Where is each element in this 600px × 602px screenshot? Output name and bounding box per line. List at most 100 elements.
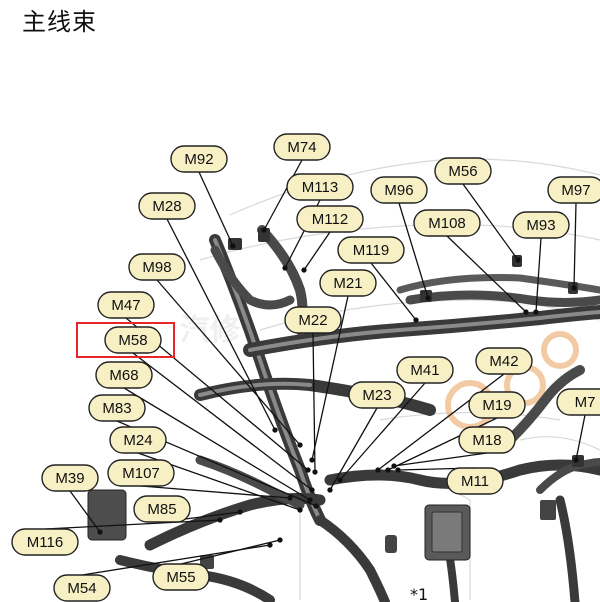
connector-right bbox=[540, 500, 556, 520]
connector-tag-bg bbox=[109, 426, 167, 454]
connector-tag-m11: M11 bbox=[446, 467, 504, 495]
connector-tag-bg bbox=[104, 326, 162, 354]
connector-tag-m68: M68 bbox=[95, 361, 153, 389]
leader-line-m56 bbox=[462, 183, 519, 261]
leader-line-m18 bbox=[393, 452, 488, 467]
connector-tag-m42: M42 bbox=[475, 347, 533, 375]
connector-tag-bg bbox=[296, 205, 364, 233]
page-title: 主线束 bbox=[22, 8, 97, 36]
connector-tag-label: M92 bbox=[184, 151, 213, 168]
connector-tag-bg bbox=[88, 394, 146, 422]
connector-tag-bg bbox=[133, 495, 191, 523]
connector-tag-label: M41 bbox=[410, 362, 439, 379]
connector-tag-bg bbox=[138, 192, 196, 220]
connector-tag-m23: M23 bbox=[348, 381, 406, 409]
connector-tag-bg bbox=[348, 381, 406, 409]
leader-line-m39 bbox=[69, 490, 101, 533]
connector-tag-m96: M96 bbox=[370, 176, 428, 204]
footnote-label: *1 bbox=[410, 585, 428, 602]
leader-dot-m97 bbox=[571, 285, 577, 291]
leader-line-m96 bbox=[398, 202, 429, 299]
connector-tag-bg bbox=[95, 361, 153, 389]
connector-tag-m108: M108 bbox=[413, 209, 481, 237]
connector-tag-m18: M18 bbox=[458, 426, 516, 454]
leader-dot-m74 bbox=[261, 227, 267, 233]
connector-tag-m24: M24 bbox=[109, 426, 167, 454]
leader-line-m21 bbox=[311, 295, 349, 461]
leader-dot-m107 bbox=[287, 495, 293, 501]
leader-dot-m24 bbox=[297, 507, 303, 513]
connector-tag-bg bbox=[413, 209, 481, 237]
leader-line-m116 bbox=[44, 519, 221, 530]
connector-tag-m119: M119 bbox=[337, 236, 405, 264]
connector-tag-m85: M85 bbox=[133, 495, 191, 523]
connector-tag-m58: M58 bbox=[104, 326, 162, 354]
connector-m74 bbox=[258, 228, 270, 242]
leader-line-m107 bbox=[140, 485, 291, 499]
connector-tag-bg bbox=[170, 145, 228, 173]
connector-tag-bg bbox=[53, 574, 111, 602]
leader-dot-m93 bbox=[533, 309, 539, 315]
leader-line-m41 bbox=[339, 382, 426, 481]
leader-line-m119 bbox=[370, 262, 417, 321]
leader-dot-m92 bbox=[230, 243, 236, 249]
connector-tag-label: M28 bbox=[152, 198, 181, 215]
connector-tag-bg bbox=[475, 347, 533, 375]
connector-tag-m112: M112 bbox=[296, 205, 364, 233]
connector-tag-label: M55 bbox=[166, 569, 195, 586]
connector-tag-label: M85 bbox=[147, 501, 176, 518]
leader-dot-m85 bbox=[237, 509, 243, 515]
components bbox=[87, 228, 584, 569]
highlight-box bbox=[76, 322, 175, 358]
connector-tag-label: M24 bbox=[123, 432, 152, 449]
connector-tag-m98: M98 bbox=[128, 253, 186, 281]
leader-line-m97 bbox=[573, 202, 577, 289]
connector-tag-label: M39 bbox=[55, 470, 84, 487]
leader-line-m42 bbox=[377, 373, 505, 471]
connector-tag-bg bbox=[107, 459, 175, 487]
connector-tag-m55: M55 bbox=[152, 563, 210, 591]
connector-tag-bg bbox=[446, 467, 504, 495]
connector-tag-m22: M22 bbox=[284, 306, 342, 334]
connector-tag-bg bbox=[434, 157, 492, 185]
connector-lower bbox=[385, 535, 397, 553]
leader-line-m112 bbox=[303, 231, 331, 271]
connector-tag-bg bbox=[468, 391, 526, 419]
connector-tag-label: M22 bbox=[298, 312, 327, 329]
leader-line-m58 bbox=[132, 352, 313, 491]
connector-tag-bg bbox=[547, 176, 600, 204]
leader-dot-m22 bbox=[312, 469, 318, 475]
connector-tag-label: M107 bbox=[122, 465, 160, 482]
leader-dot-m96 bbox=[425, 295, 431, 301]
connector-tag-label: M18 bbox=[472, 432, 501, 449]
connector-tag-label: M42 bbox=[489, 353, 518, 370]
leader-line-m54 bbox=[81, 544, 271, 576]
connector-tag-bg bbox=[556, 388, 600, 416]
connector-tag-bg bbox=[512, 211, 570, 239]
connector-tag-m41: M41 bbox=[396, 356, 454, 384]
leader-dot-m68 bbox=[307, 497, 313, 503]
connector-tag-label: M7 bbox=[575, 394, 596, 411]
connector-tag-m116: M116 bbox=[11, 528, 79, 556]
connector-tag-bg bbox=[337, 236, 405, 264]
connector-tag-m93: M93 bbox=[512, 211, 570, 239]
leader-line-m23 bbox=[329, 407, 378, 491]
leader-line-m74 bbox=[263, 159, 303, 231]
leader-dot-m39 bbox=[97, 529, 103, 535]
connector-tag-label: M21 bbox=[333, 275, 362, 292]
leader-line-m68 bbox=[123, 387, 311, 501]
leader-line-m92 bbox=[198, 171, 234, 247]
connector-tag-label: M11 bbox=[461, 473, 489, 490]
leader-dot-m7 bbox=[573, 457, 579, 463]
leader-dot-m23 bbox=[327, 487, 333, 493]
connector-tag-label: M74 bbox=[287, 139, 316, 156]
connector-tag-bg bbox=[152, 563, 210, 591]
connector-tag-bg bbox=[128, 253, 186, 281]
leader-dot-m119 bbox=[413, 317, 419, 323]
leader-dot-m18 bbox=[391, 463, 397, 469]
connector-tag-m39: M39 bbox=[41, 464, 99, 492]
connector-tag-m28: M28 bbox=[138, 192, 196, 220]
connector-tag-bg bbox=[11, 528, 79, 556]
leader-line-m108 bbox=[446, 235, 527, 313]
connector-tag-label: M68 bbox=[109, 367, 138, 384]
